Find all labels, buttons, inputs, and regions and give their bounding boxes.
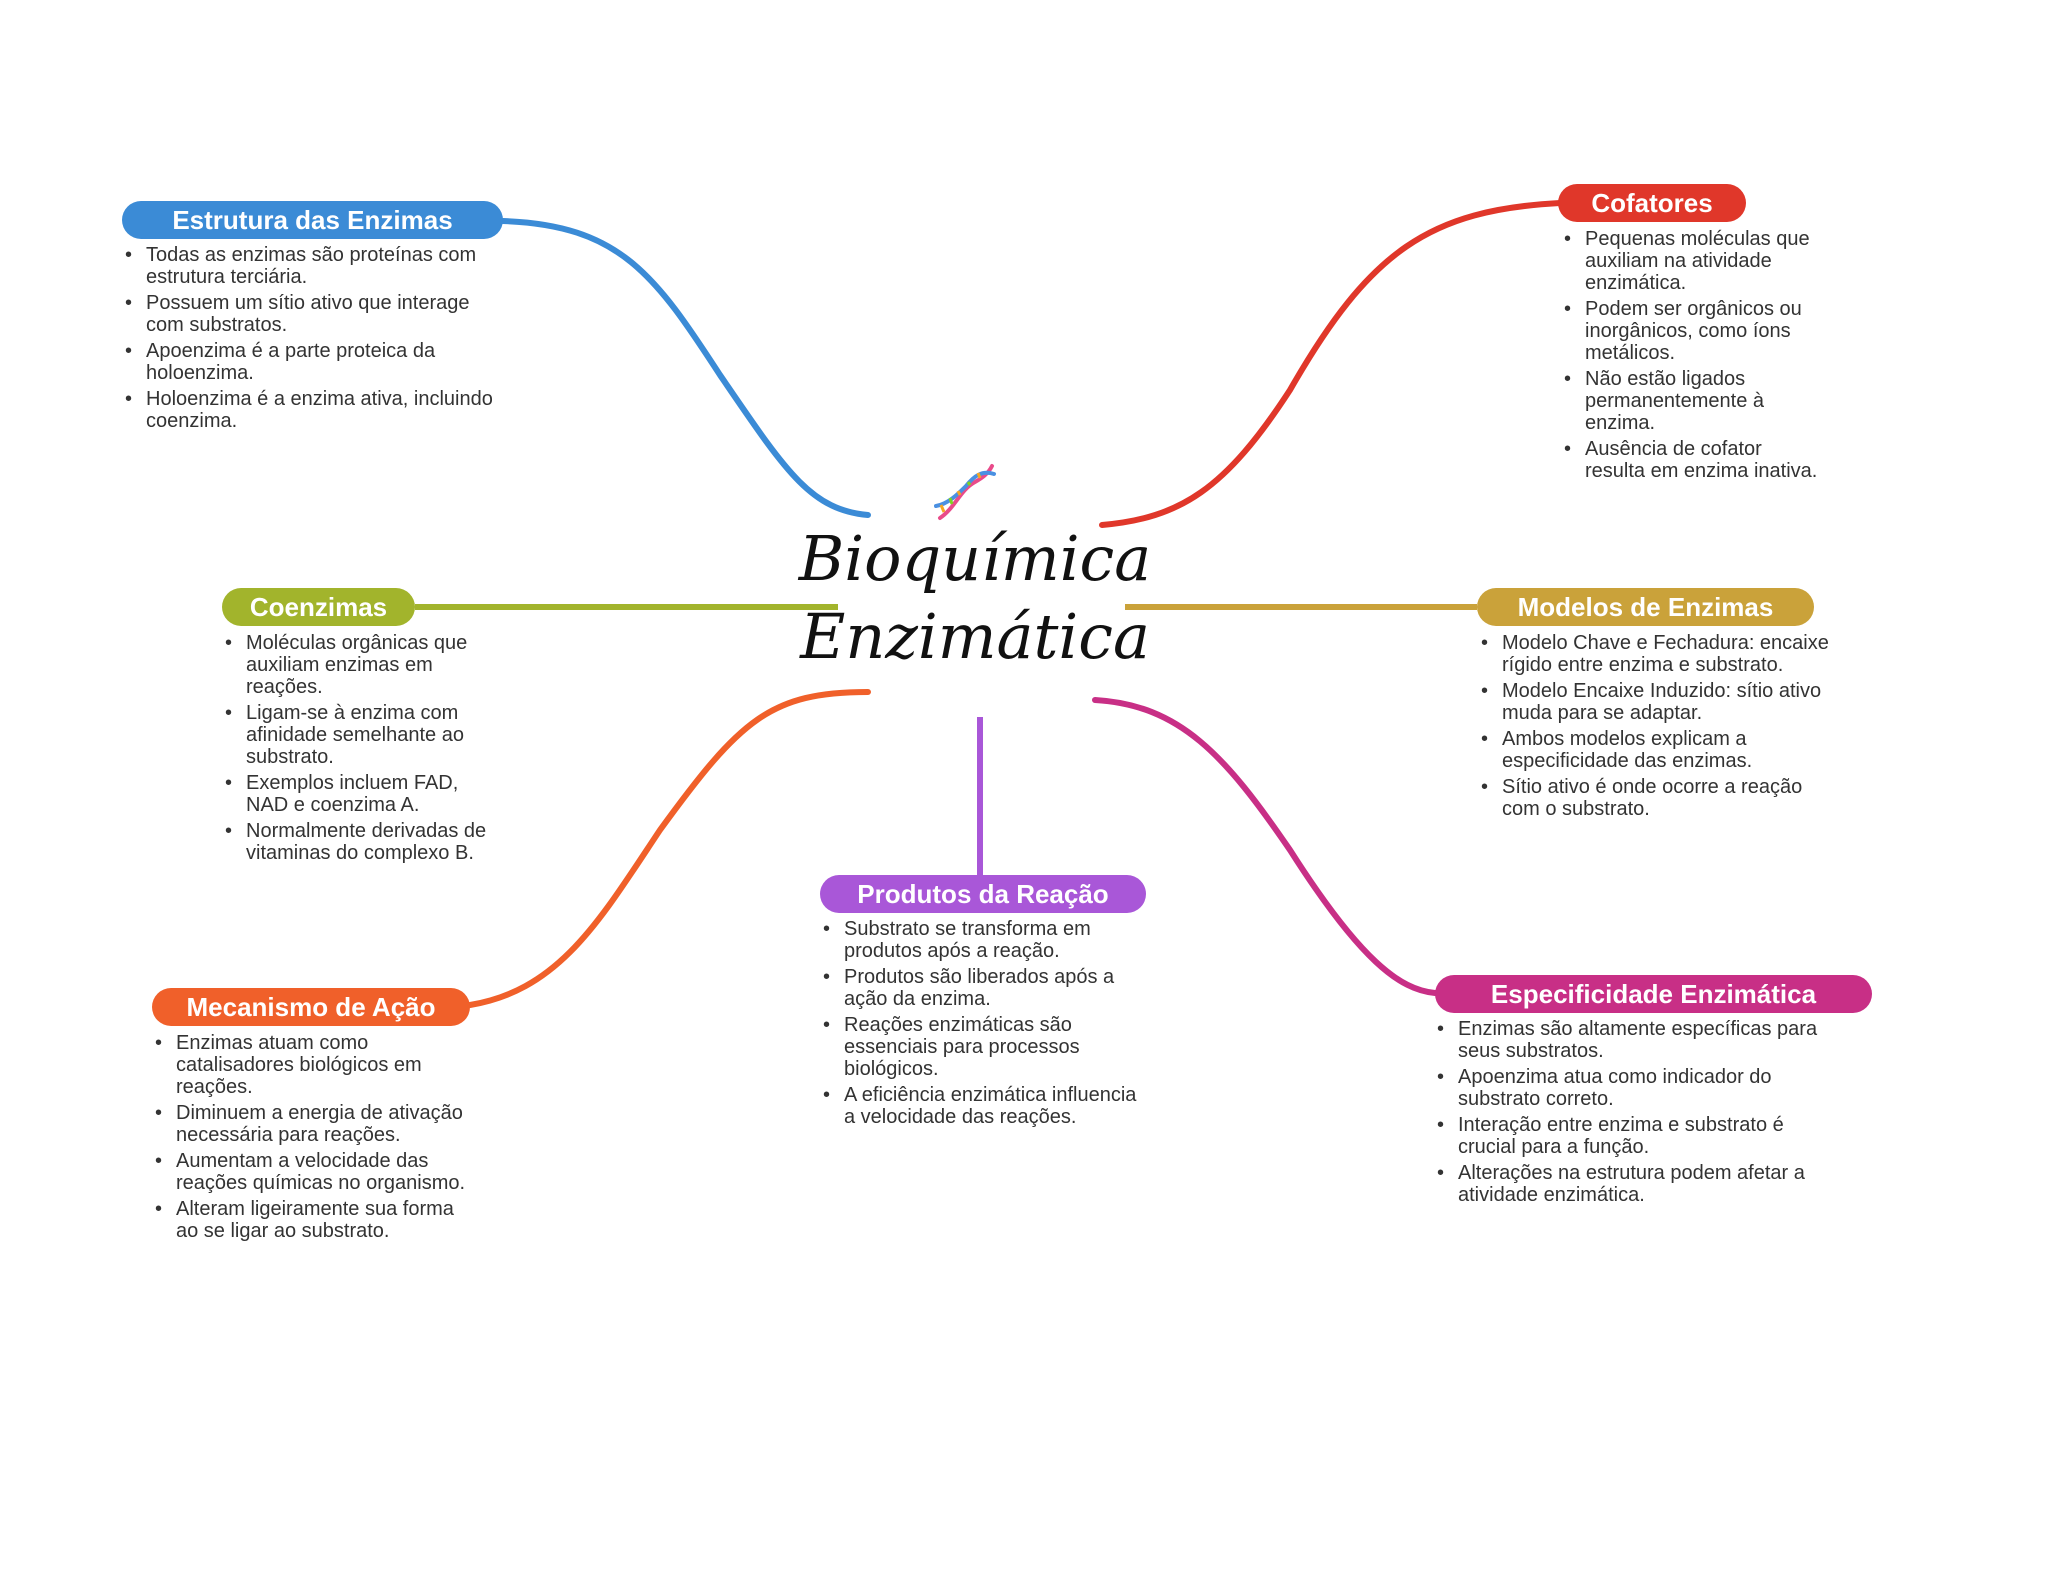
list-item: Produtos são liberados após a ação da en… (821, 966, 1141, 1010)
list-item: Alteram ligeiramente sua forma ao se lig… (153, 1198, 473, 1242)
branch-coenzimas-notes: Moléculas orgânicas que auxiliam enzimas… (223, 632, 493, 868)
list-item: Reações enzimáticas são essenciais para … (821, 1014, 1141, 1080)
list-item: Normalmente derivadas de vitaminas do co… (223, 820, 493, 864)
list-item: Apoenzima é a parte proteica da holoenzi… (123, 340, 493, 384)
connector-especificidade (1092, 697, 1438, 996)
list-item: Alterações na estrutura podem afetar a a… (1435, 1162, 1835, 1206)
branch-modelos-title: Modelos de Enzimas (1477, 588, 1814, 626)
list-item: Apoenzima atua como indicador do substra… (1435, 1066, 1835, 1110)
list-item: Ambos modelos explicam a especificidade … (1479, 728, 1829, 772)
branch-mecanismo-notes: Enzimas atuam como catalisadores biológi… (153, 1032, 473, 1246)
connector-cofatores (1099, 200, 1563, 528)
list-item: Holoenzima é a enzima ativa, incluindo c… (123, 388, 493, 432)
branch-mecanismo-title: Mecanismo de Ação (152, 988, 470, 1026)
list-item: Exemplos incluem FAD, NAD e coenzima A. (223, 772, 493, 816)
connector-estrutura (500, 218, 871, 518)
center-title: Bioquímica Enzimática (795, 520, 1155, 676)
list-item: Sítio ativo é onde ocorre a reação com o… (1479, 776, 1829, 820)
list-item: Substrato se transforma em produtos após… (821, 918, 1141, 962)
list-item: Moléculas orgânicas que auxiliam enzimas… (223, 632, 493, 698)
branch-coenzimas-title: Coenzimas (222, 588, 415, 626)
list-item: Interação entre enzima e substrato é cru… (1435, 1114, 1835, 1158)
branch-modelos-notes: Modelo Chave e Fechadura: encaixe rígido… (1479, 632, 1829, 824)
list-item: Enzimas atuam como catalisadores biológi… (153, 1032, 473, 1098)
branch-cofatores-notes: Pequenas moléculas que auxiliam na ativi… (1562, 228, 1822, 486)
branch-cofatores-title: Cofatores (1558, 184, 1746, 222)
list-item: Podem ser orgânicos ou inorgânicos, como… (1562, 298, 1822, 364)
list-item: Enzimas são altamente específicas para s… (1435, 1018, 1835, 1062)
branch-produtos-notes: Substrato se transforma em produtos após… (821, 918, 1141, 1132)
list-item: Aumentam a velocidade das reações químic… (153, 1150, 473, 1194)
list-item: Modelo Chave e Fechadura: encaixe rígido… (1479, 632, 1829, 676)
list-item: Não estão ligados permanentemente à enzi… (1562, 368, 1822, 434)
branch-produtos-title: Produtos da Reação (820, 875, 1146, 913)
branch-estrutura-title: Estrutura das Enzimas (122, 201, 503, 239)
center-title-line2: Enzimática (800, 600, 1150, 673)
list-item: A eficiência enzimática influencia a vel… (821, 1084, 1141, 1128)
list-item: Ligam-se à enzima com afinidade semelhan… (223, 702, 493, 768)
connector-mecanismo (467, 689, 871, 1008)
branch-estrutura-notes: Todas as enzimas são proteínas com estru… (123, 244, 493, 436)
dna-icon (934, 464, 996, 520)
list-item: Ausência de cofator resulta em enzima in… (1562, 438, 1822, 482)
list-item: Modelo Encaixe Induzido: sítio ativo mud… (1479, 680, 1829, 724)
branch-especificidade-title: Especificidade Enzimática (1435, 975, 1872, 1013)
list-item: Todas as enzimas são proteínas com estru… (123, 244, 493, 288)
list-item: Diminuem a energia de ativação necessári… (153, 1102, 473, 1146)
list-item: Possuem um sítio ativo que interage com … (123, 292, 493, 336)
branch-especificidade-notes: Enzimas são altamente específicas para s… (1435, 1018, 1835, 1210)
center-title-line1: Bioquímica (798, 522, 1152, 595)
list-item: Pequenas moléculas que auxiliam na ativi… (1562, 228, 1822, 294)
